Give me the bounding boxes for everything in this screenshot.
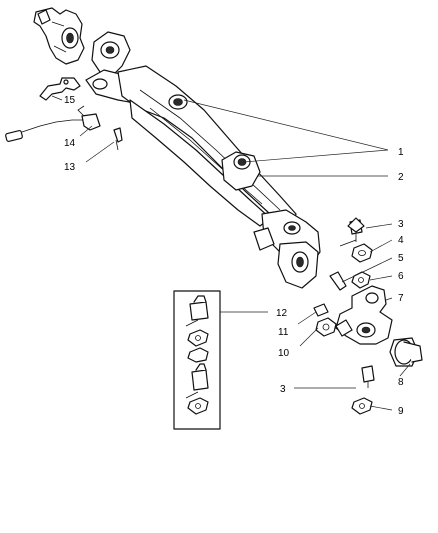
bolt-part-5 xyxy=(329,271,347,291)
spindle-part-8 xyxy=(389,337,423,367)
cotter-pin-part-3-upper xyxy=(339,239,357,247)
ball-joint-part-3-lower xyxy=(361,365,375,388)
callout-14: 14 xyxy=(64,138,76,149)
upper-left-steering-knuckle xyxy=(33,7,85,65)
bolt-part-13 xyxy=(113,127,123,151)
callout-9: 9 xyxy=(398,406,404,417)
leader-lines xyxy=(51,95,411,411)
callout-4: 4 xyxy=(398,235,404,246)
nut-part-9 xyxy=(351,397,373,415)
callout-5: 5 xyxy=(398,253,404,264)
nut-part-6 xyxy=(351,271,371,289)
steering-knuckle-part-7 xyxy=(335,285,393,345)
callout-8: 8 xyxy=(398,377,404,388)
callout-11: 11 xyxy=(278,327,289,338)
callout-15: 15 xyxy=(64,95,76,106)
front-axle-housing-part-2 xyxy=(85,31,321,289)
service-kit-box-part-12 xyxy=(173,290,221,430)
callout-12: 12 xyxy=(276,308,288,319)
nut-part-4 xyxy=(351,243,373,263)
callout-7: 7 xyxy=(398,293,404,304)
sensor-part-14 xyxy=(5,105,101,142)
callout-10: 10 xyxy=(278,348,290,359)
callout-2: 2 xyxy=(398,172,404,183)
callout-3-upper: 3 xyxy=(398,219,404,230)
nut-part-10 xyxy=(315,317,337,337)
callout-labels: 1 2 3 4 5 6 7 8 3 9 10 11 12 13 14 15 xyxy=(64,95,404,417)
callout-6: 6 xyxy=(398,271,404,282)
callout-3-lower: 3 xyxy=(280,384,286,395)
ball-joint-part-3-upper xyxy=(347,217,365,242)
callout-1: 1 xyxy=(398,147,404,158)
bracket-part-15 xyxy=(39,77,81,101)
callout-13: 13 xyxy=(64,162,76,173)
washer-part-11 xyxy=(313,303,329,317)
